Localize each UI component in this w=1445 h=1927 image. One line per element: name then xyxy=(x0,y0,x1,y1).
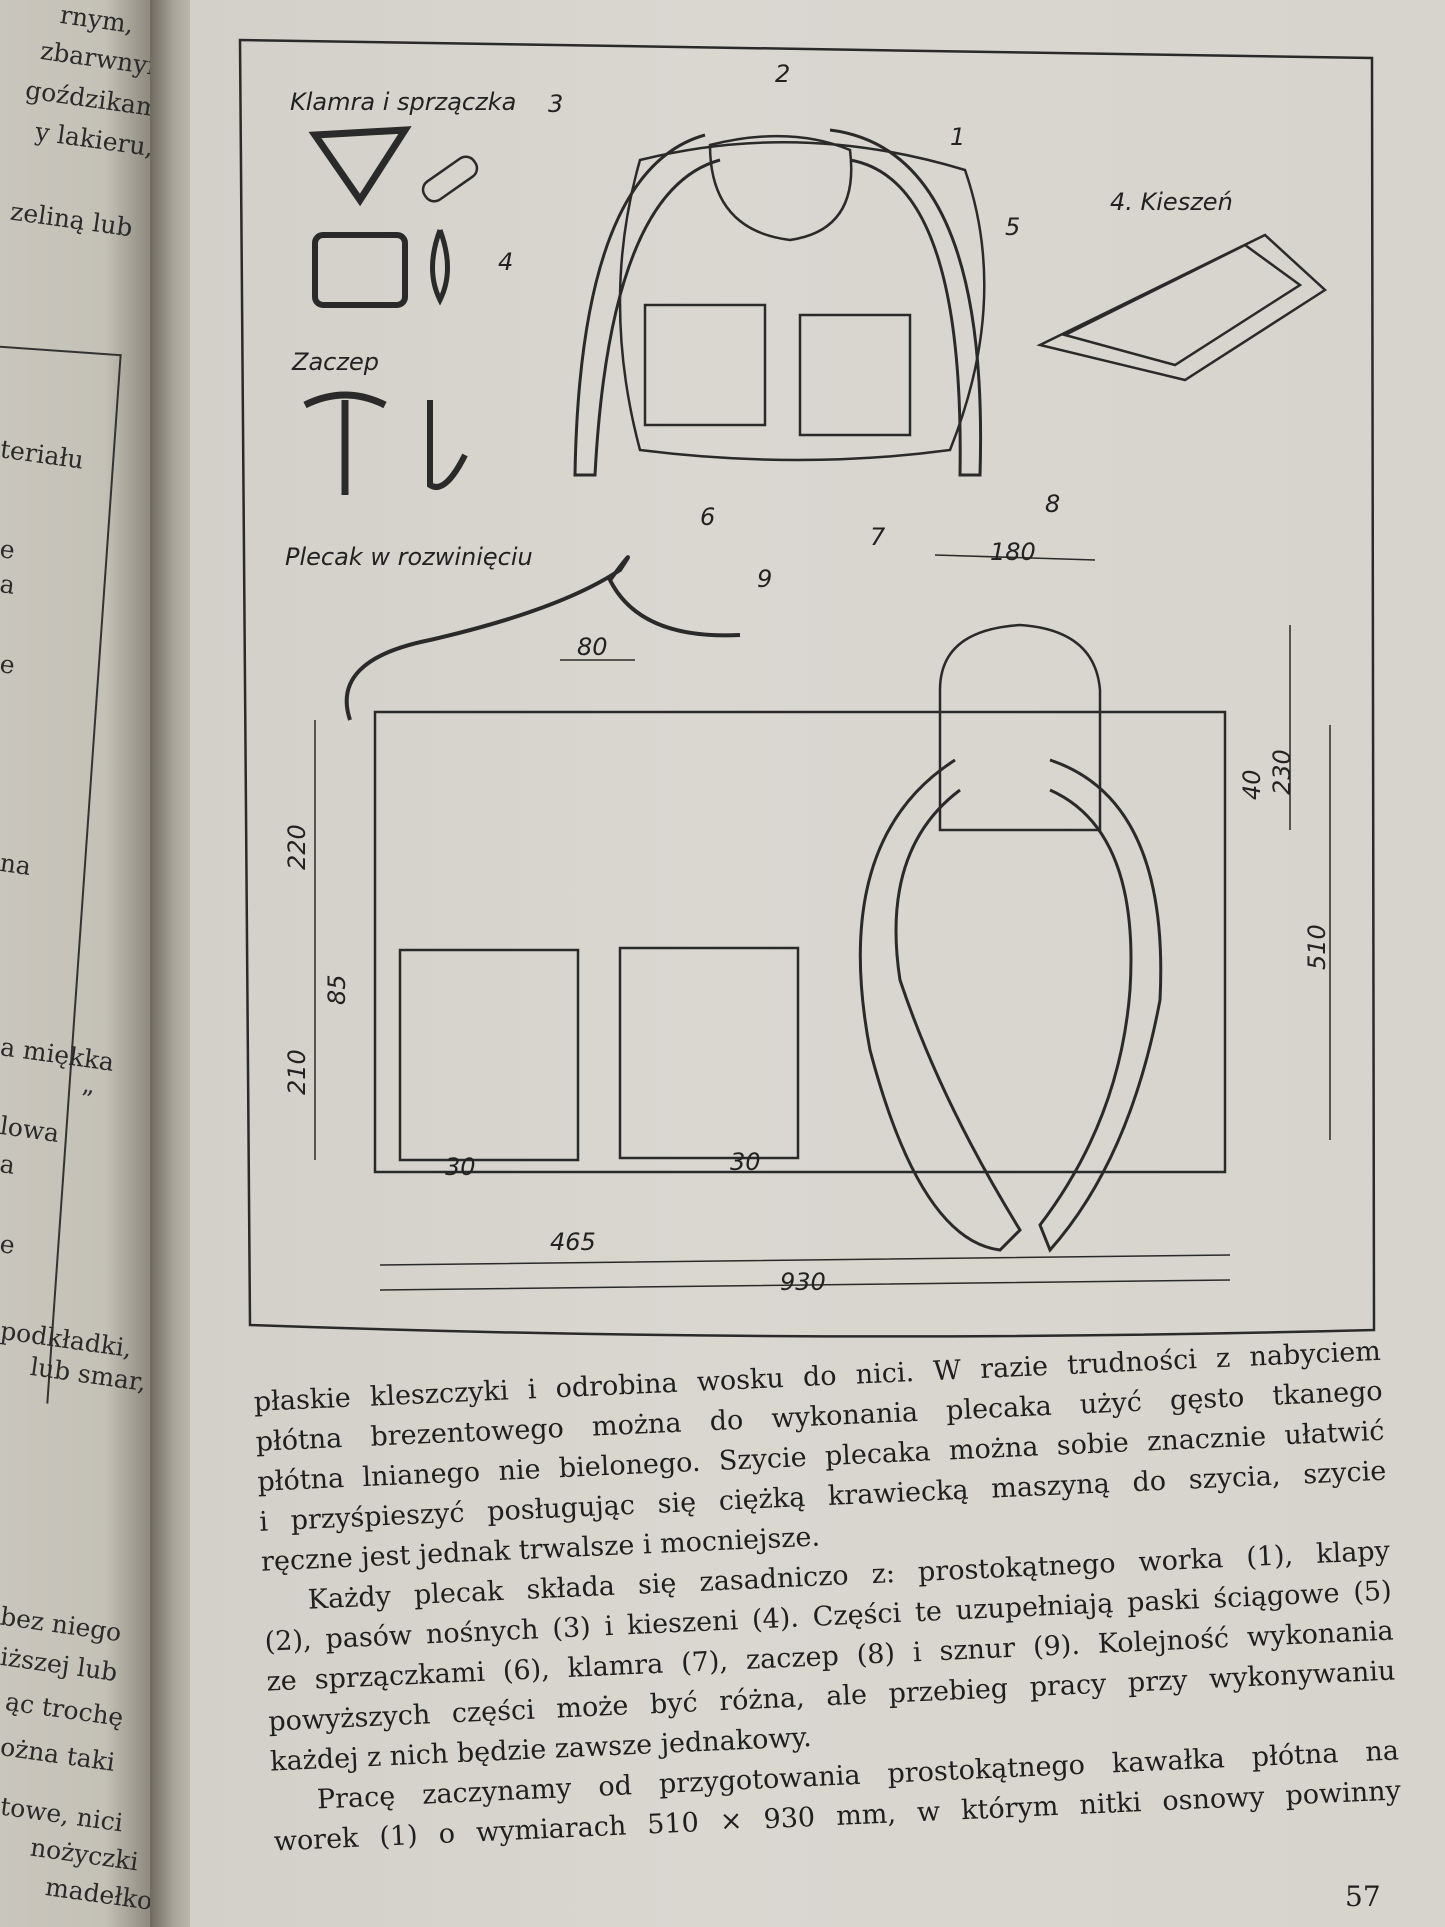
roller-icon xyxy=(421,155,479,203)
part-number-1: 1 xyxy=(950,123,965,151)
dimension-80: 80 xyxy=(577,633,608,661)
backpack-pocket-left xyxy=(643,303,767,427)
triangle-buckle-icon xyxy=(308,126,412,207)
hook-clip-icon xyxy=(430,229,450,306)
part-number-6: 6 xyxy=(700,503,715,531)
unfolded-sack xyxy=(373,710,1227,1174)
unfolded-strap-left xyxy=(858,758,1022,1252)
drawing-frame xyxy=(238,38,1376,1338)
dimension-85: 85 xyxy=(323,974,351,1005)
dimension-930: 930 xyxy=(780,1268,826,1296)
backpack-pocket-right xyxy=(798,313,912,437)
dimension-180: 180 xyxy=(990,538,1036,566)
pocket-drawing xyxy=(1036,233,1328,382)
backpack-flap xyxy=(708,134,853,242)
label-buckle: Klamra i sprzączka xyxy=(290,88,516,116)
dimension-465: 465 xyxy=(550,1228,596,1256)
dimension-30-right: 30 xyxy=(730,1148,761,1176)
dimension-40: 40 xyxy=(1238,769,1266,800)
dimension-210: 210 xyxy=(283,1049,311,1095)
part-number-8: 8 xyxy=(1045,490,1060,518)
part-number-9: 9 xyxy=(757,565,772,593)
t-hook-icon xyxy=(303,391,387,495)
unfolded-pocket-right xyxy=(618,946,800,1160)
unfolded-strap-right xyxy=(1038,758,1163,1253)
dimension-lines xyxy=(314,554,1331,1291)
square-buckle-icon xyxy=(312,232,408,308)
cord xyxy=(344,555,741,721)
label-unfolded: Plecak w rozwinięciu xyxy=(285,543,533,571)
backpack-strap-left xyxy=(573,133,721,477)
dimension-510: 510 xyxy=(1303,924,1331,970)
backpack-body xyxy=(618,141,986,462)
dimension-220: 220 xyxy=(283,824,311,870)
part-number-4: 4 xyxy=(498,248,513,276)
dimension-30-left: 30 xyxy=(445,1153,476,1181)
part-number-5: 5 xyxy=(1005,213,1020,241)
backpack-strap-right xyxy=(829,128,983,477)
unfolded-pocket-left xyxy=(398,948,580,1162)
page-number: 57 xyxy=(1345,1880,1381,1913)
body-text: płaskie kleszczyki i odrobina wosku do n… xyxy=(253,1331,1414,1862)
label-hook: Zaczep xyxy=(291,348,379,376)
part-number-3: 3 xyxy=(548,90,563,118)
dimension-230: 230 xyxy=(1268,749,1296,795)
label-pocket: 4. Kieszeń xyxy=(1110,188,1233,216)
part-number-2: 2 xyxy=(775,60,790,88)
j-hook-icon xyxy=(427,400,468,490)
unfolded-flap xyxy=(938,623,1102,832)
part-number-7: 7 xyxy=(870,523,886,551)
